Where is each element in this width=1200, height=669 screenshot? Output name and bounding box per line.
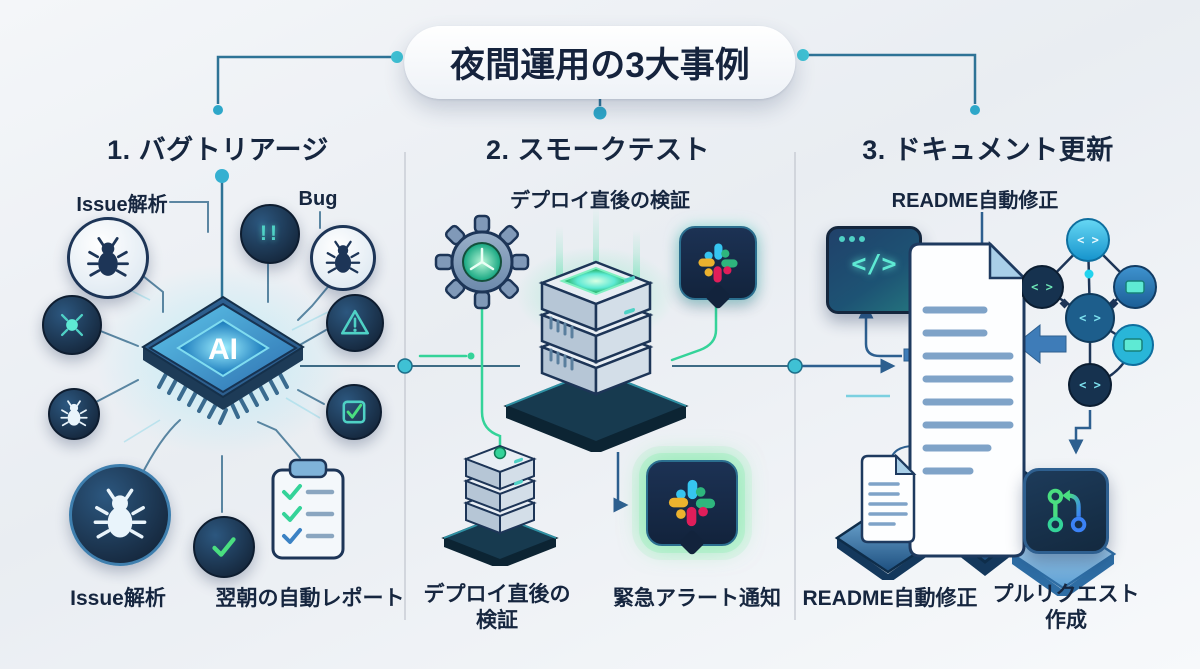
node-code-glyph: < > — [1079, 311, 1101, 325]
bug-large-circle-icon — [69, 464, 171, 566]
ai-chip-icon: AI — [141, 295, 305, 425]
ai-chip-label: AI — [208, 333, 238, 366]
check-square-circle-icon — [326, 384, 382, 440]
module-icon — [1125, 280, 1145, 294]
label-readme-top: README自動修正 — [891, 190, 1059, 212]
slack-bubble-icon — [679, 226, 757, 310]
server-stack-small-icon — [441, 444, 559, 566]
document-icon — [908, 240, 1028, 558]
check-square-icon — [337, 395, 371, 429]
bug-icon — [91, 486, 149, 544]
label-readme-bottom: README自動修正 — [802, 587, 978, 610]
label-issue-analysis-bottom: Issue解析 — [70, 587, 166, 610]
code-window-icon: </> — [826, 226, 922, 314]
pull-request-icon — [1023, 468, 1109, 554]
label-morning-report: 翌朝の自動レポート — [215, 587, 405, 610]
network-graph-icon: < > < > < > < > — [1022, 218, 1157, 407]
label-verify-top: デプロイ直後の検証 — [510, 190, 690, 212]
code-glyph: </> — [851, 249, 897, 278]
bug-navy-circle-icon — [48, 388, 100, 440]
window-dots-icon — [829, 229, 919, 242]
page-title: 夜間運用の3大事例 — [404, 26, 796, 99]
bug-circle-icon-2 — [310, 225, 376, 291]
column1-header: 1. バグトリアージ — [107, 135, 329, 165]
document-small-icon — [860, 453, 917, 544]
label-bug: Bug — [298, 188, 338, 210]
exclamation-circle-icon: !! — [240, 204, 300, 264]
bug-icon — [59, 399, 89, 429]
slack-icon — [696, 241, 740, 285]
label-pull-request: プルリクエスト作成 — [992, 583, 1140, 633]
node-code-glyph: < > — [1077, 233, 1099, 247]
check-icon — [205, 528, 243, 566]
git-pull-request-icon — [1047, 488, 1087, 533]
module-icon — [1123, 338, 1143, 352]
column2-header: 2. スモークテスト — [485, 135, 711, 165]
spark-icon — [54, 307, 90, 343]
slack-alert-icon — [646, 460, 738, 556]
node-code-glyph: < > — [1031, 280, 1053, 294]
bug-circle-icon — [67, 217, 149, 299]
bug-icon — [85, 235, 131, 281]
warning-icon — [338, 306, 372, 340]
server-stack-icon — [503, 260, 689, 452]
label-verify-bottom: デプロイ直後の検証 — [423, 583, 571, 633]
node-code-glyph: < > — [1079, 378, 1101, 392]
exclamation-icon: !! — [260, 222, 280, 245]
spark-circle-icon — [42, 295, 102, 355]
slack-icon — [666, 477, 718, 529]
gear-icon — [434, 214, 530, 310]
label-urgent-alert: 緊急アラート通知 — [613, 587, 781, 610]
clipboard-icon — [271, 458, 345, 560]
bug-icon — [324, 239, 362, 277]
check-circle-icon — [193, 516, 255, 578]
warning-circle-icon — [326, 294, 384, 352]
column3-header: 3. ドキュメント更新 — [862, 135, 1114, 165]
label-issue-analysis-top: Issue解析 — [76, 194, 168, 216]
